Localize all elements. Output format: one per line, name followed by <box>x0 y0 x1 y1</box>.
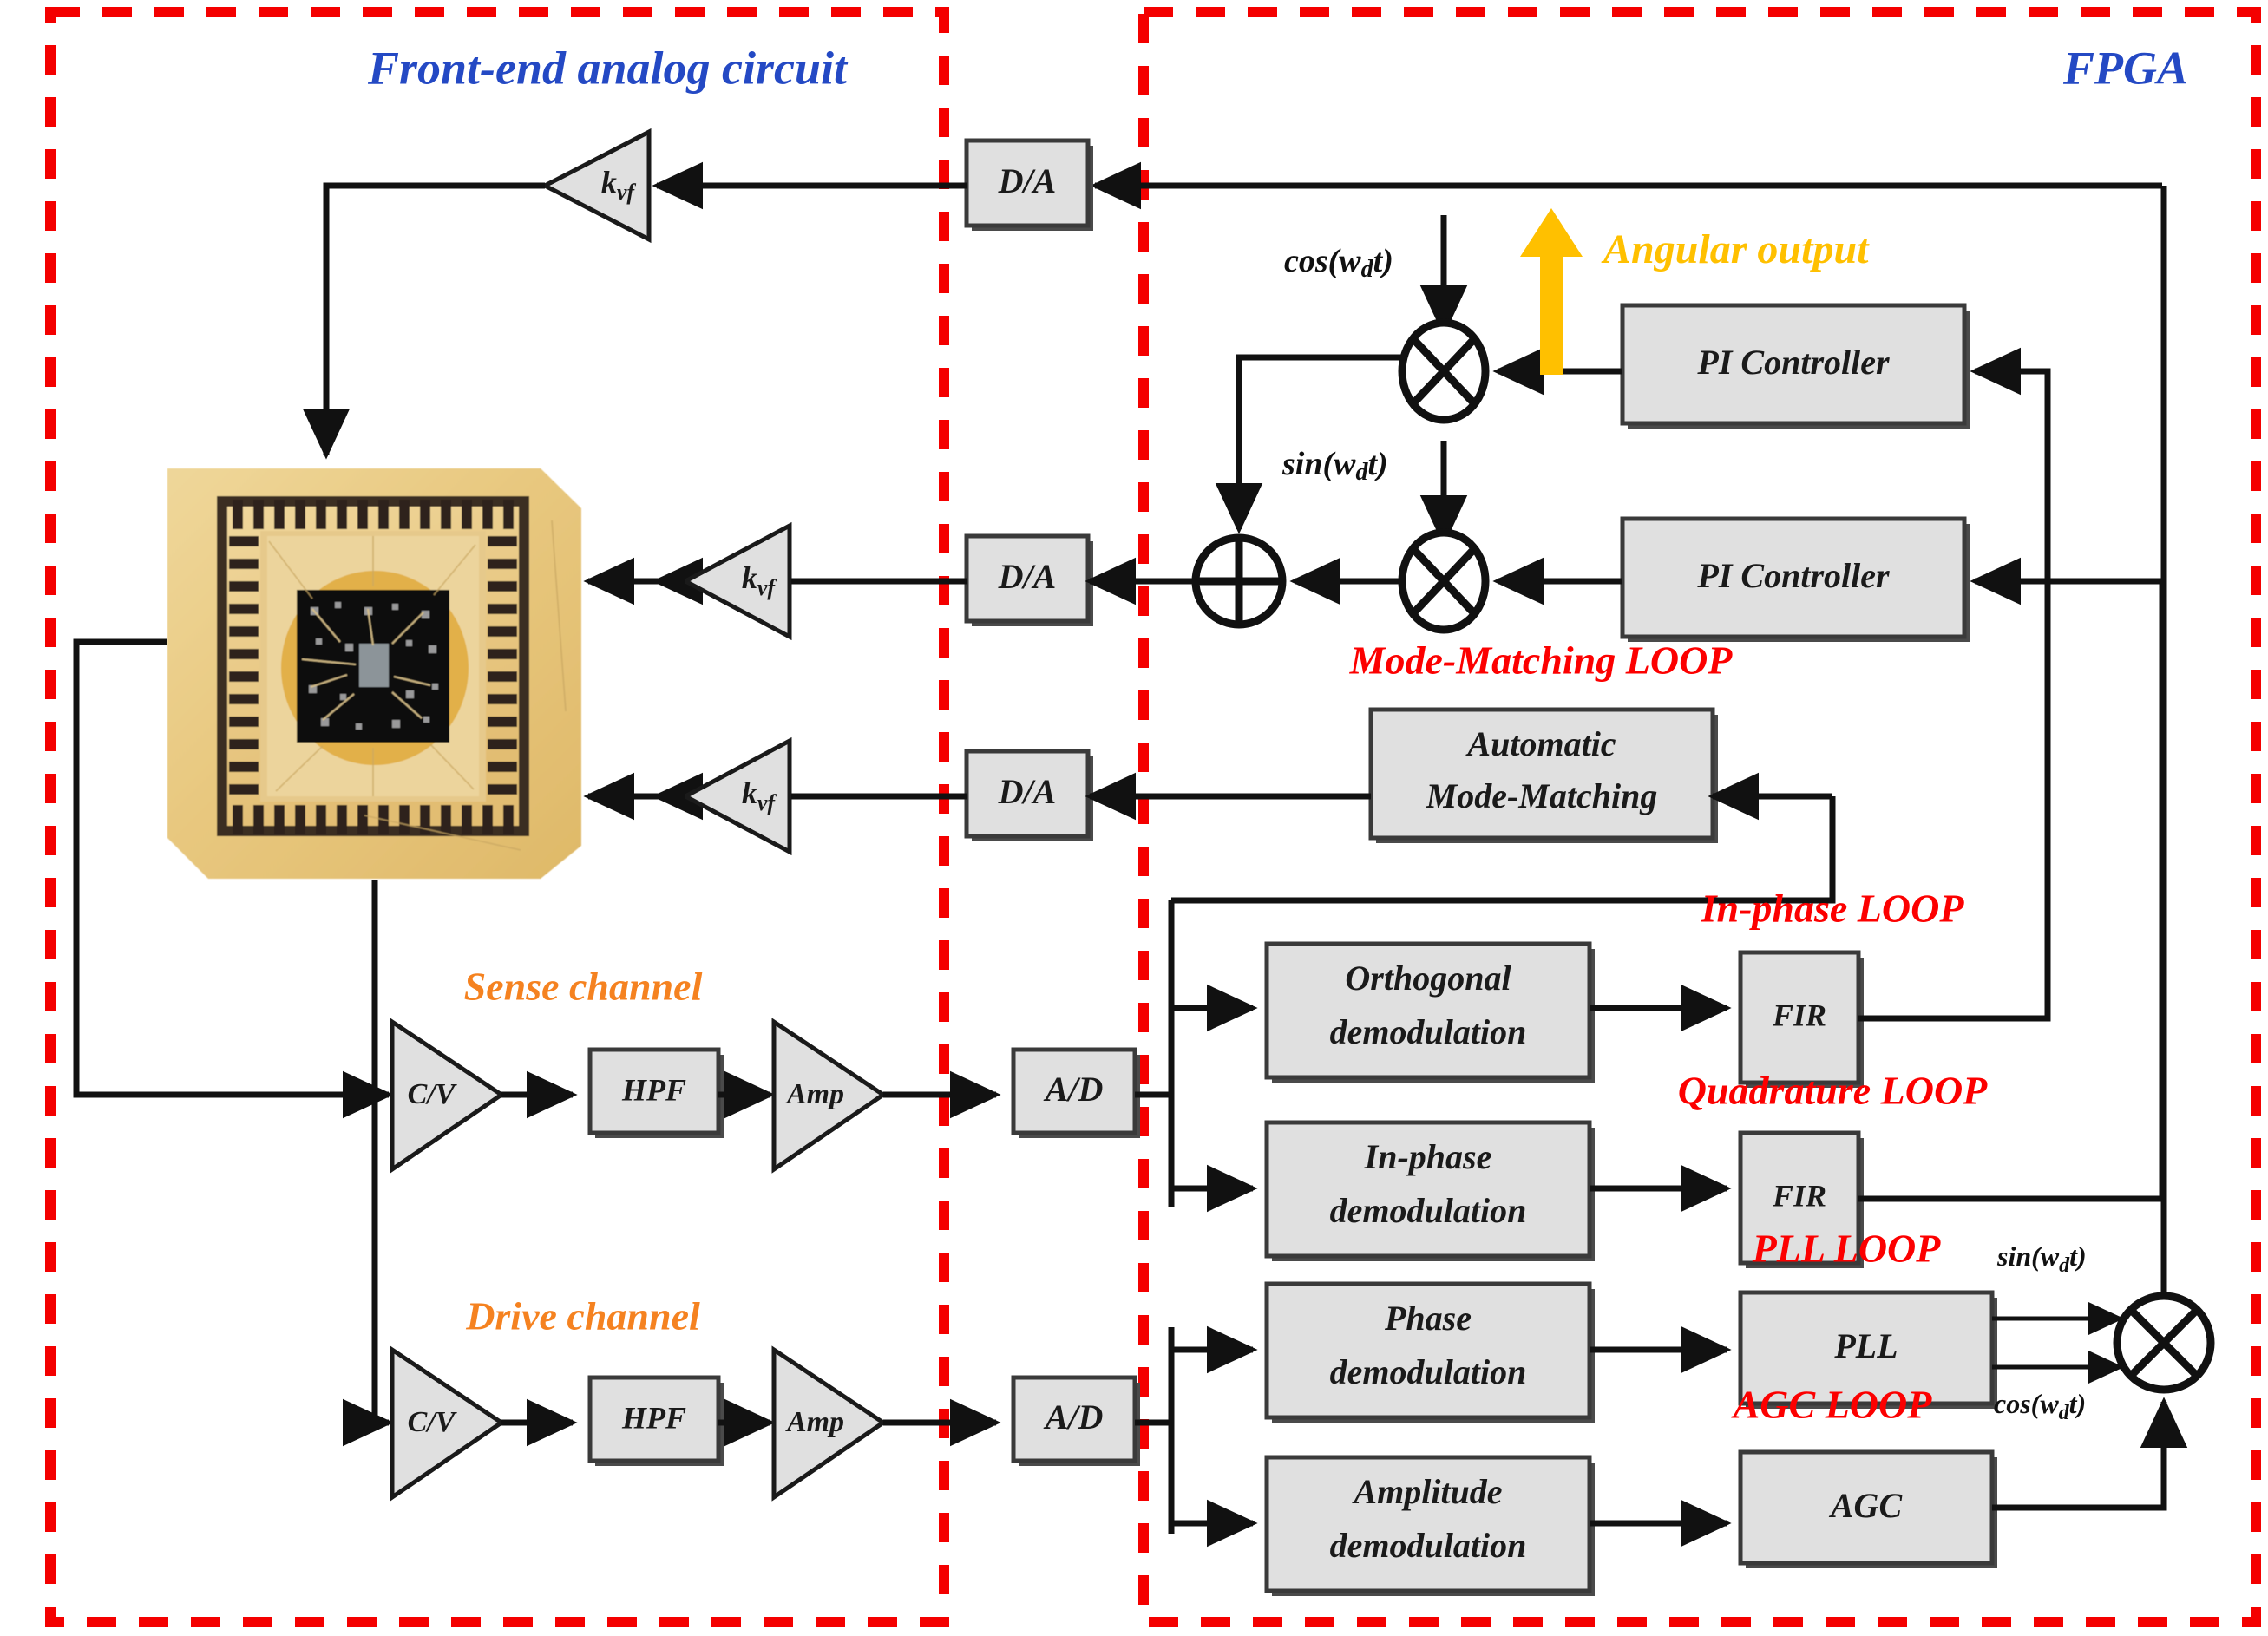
mode-matching-loop-label: Mode-Matching LOOP <box>1349 638 1734 683</box>
pll-loop-label: PLL LOOP <box>1752 1227 1942 1271</box>
hpf-drive-block[interactable] <box>587 1375 721 1463</box>
cv-drive-label: C/V <box>408 1406 457 1438</box>
mems-chip-photo <box>167 468 581 879</box>
row-top-drive-feedback: D/A kvf <box>302 128 2162 460</box>
pi-controller-mid-block[interactable] <box>1620 516 1967 639</box>
fpga-section-frame <box>1138 7 2261 1627</box>
kvf-bot-label: kvf <box>742 775 777 815</box>
phase-label-line2: demodulation <box>1330 1352 1527 1391</box>
rate-loop-group: cos(wdt) PI Controller Angular output <box>1215 208 1970 534</box>
sense-channel-group: Sense channel C/V HPF Amp A/D <box>73 638 1140 1174</box>
cv-sense-block[interactable] <box>390 1018 506 1174</box>
amp-sense-block[interactable] <box>771 1018 888 1174</box>
ad-drive-label: A/D <box>1043 1397 1104 1436</box>
quadrature-loop-label: Quadrature LOOP <box>1678 1069 1988 1113</box>
cv-drive-block[interactable] <box>390 1345 506 1502</box>
amp-drive-block[interactable] <box>771 1345 888 1502</box>
kvf-mid-block[interactable] <box>680 521 792 641</box>
mixer-mid[interactable] <box>1398 528 1490 634</box>
orth-label-line2: demodulation <box>1330 1012 1527 1051</box>
pll-cos-label: cos(wdt) <box>1994 1388 2086 1423</box>
inph-label-line2: demodulation <box>1330 1191 1527 1230</box>
pi-controller-mid-label: PI Controller <box>1696 556 1890 595</box>
phase-demodulation-block[interactable] <box>1264 1281 1592 1420</box>
kvf-top-label: kvf <box>601 165 637 205</box>
kvf-top-block[interactable] <box>540 128 652 244</box>
in-phase-demodulation-block[interactable] <box>1264 1120 1592 1259</box>
fpga-section-title: FPGA <box>2062 42 2188 94</box>
phase-label-line1: Phase <box>1384 1299 1472 1338</box>
drive-channel-title: Drive channel <box>465 1294 700 1338</box>
drive-channel-group: Drive channel C/V HPF Amp A/D <box>342 880 1140 1502</box>
amp-demod-label-line2: demodulation <box>1330 1526 1527 1565</box>
auto-mode-matching-group: Automatic Mode-Matching <box>1085 707 1836 904</box>
cv-sense-label: C/V <box>408 1078 457 1110</box>
mode-matching-loop-group: sin(wdt) PI Controller Mode-Matching LOO… <box>1085 441 1970 683</box>
pi-controller-top-label: PI Controller <box>1696 343 1890 382</box>
amp-drive-label: Amp <box>785 1406 844 1438</box>
fir-top-label: FIR <box>1772 998 1826 1032</box>
mixer-top[interactable] <box>1398 318 1490 424</box>
amm-label-line1: Automatic <box>1465 724 1616 763</box>
hpf-drive-label: HPF <box>621 1400 686 1435</box>
kvf-mid-label: kvf <box>742 560 777 600</box>
agc-loop-label: AGC LOOP <box>1731 1383 1933 1427</box>
amp-sense-label: Amp <box>785 1078 844 1110</box>
angular-output-arrow <box>1520 208 1583 375</box>
pll-block[interactable] <box>1738 1290 1995 1406</box>
ad-drive-block[interactable] <box>1011 1375 1137 1463</box>
hpf-sense-block[interactable] <box>587 1047 721 1135</box>
hpf-sense-label: HPF <box>621 1072 686 1107</box>
analog-section-title: Front-end analog circuit <box>367 42 849 94</box>
in-phase-loop-label: In-phase LOOP <box>1701 887 1965 931</box>
orth-label-line1: Orthogonal <box>1345 959 1511 998</box>
da-top-label: D/A <box>998 161 1057 200</box>
pll-label: PLL <box>1833 1326 1898 1365</box>
cos-wdt-top-label: cos(wdt) <box>1284 243 1393 284</box>
automatic-mode-matching-block[interactable] <box>1368 707 1715 841</box>
fir-bot-label: FIR <box>1772 1178 1826 1213</box>
kvf-bot-block[interactable] <box>680 736 792 856</box>
amm-label-line2: Mode-Matching <box>1426 776 1658 815</box>
ad-sense-block[interactable] <box>1011 1047 1137 1135</box>
sin-wdt-label: sin(wdt) <box>1281 446 1388 487</box>
angular-output-label: Angular output <box>1601 226 1870 272</box>
da-bot-label: D/A <box>998 772 1057 811</box>
mixer-right[interactable] <box>2113 1292 2215 1394</box>
pll-agc-group: Phase demodulation Amplitude demodulatio… <box>1135 186 2215 1596</box>
summing-junction[interactable] <box>1191 533 1287 629</box>
pi-controller-top-block[interactable] <box>1620 303 1967 426</box>
da-top-block[interactable] <box>964 138 1091 228</box>
agc-label: AGC <box>1828 1486 1904 1525</box>
amplitude-demodulation-block[interactable] <box>1264 1455 1592 1593</box>
fir-quadrature-block[interactable] <box>1738 1130 1861 1266</box>
demodulation-group: Orthogonal demodulation In-phase demodul… <box>1135 347 2166 1268</box>
inph-label-line1: In-phase <box>1364 1137 1492 1176</box>
sense-channel-title: Sense channel <box>464 965 703 1009</box>
ad-sense-label: A/D <box>1043 1070 1104 1109</box>
da-mid-label: D/A <box>998 557 1057 596</box>
da-mid-block[interactable] <box>964 533 1091 624</box>
amp-demod-label-line1: Amplitude <box>1351 1472 1502 1511</box>
pll-sin-label: sin(wdt) <box>1996 1240 2087 1276</box>
